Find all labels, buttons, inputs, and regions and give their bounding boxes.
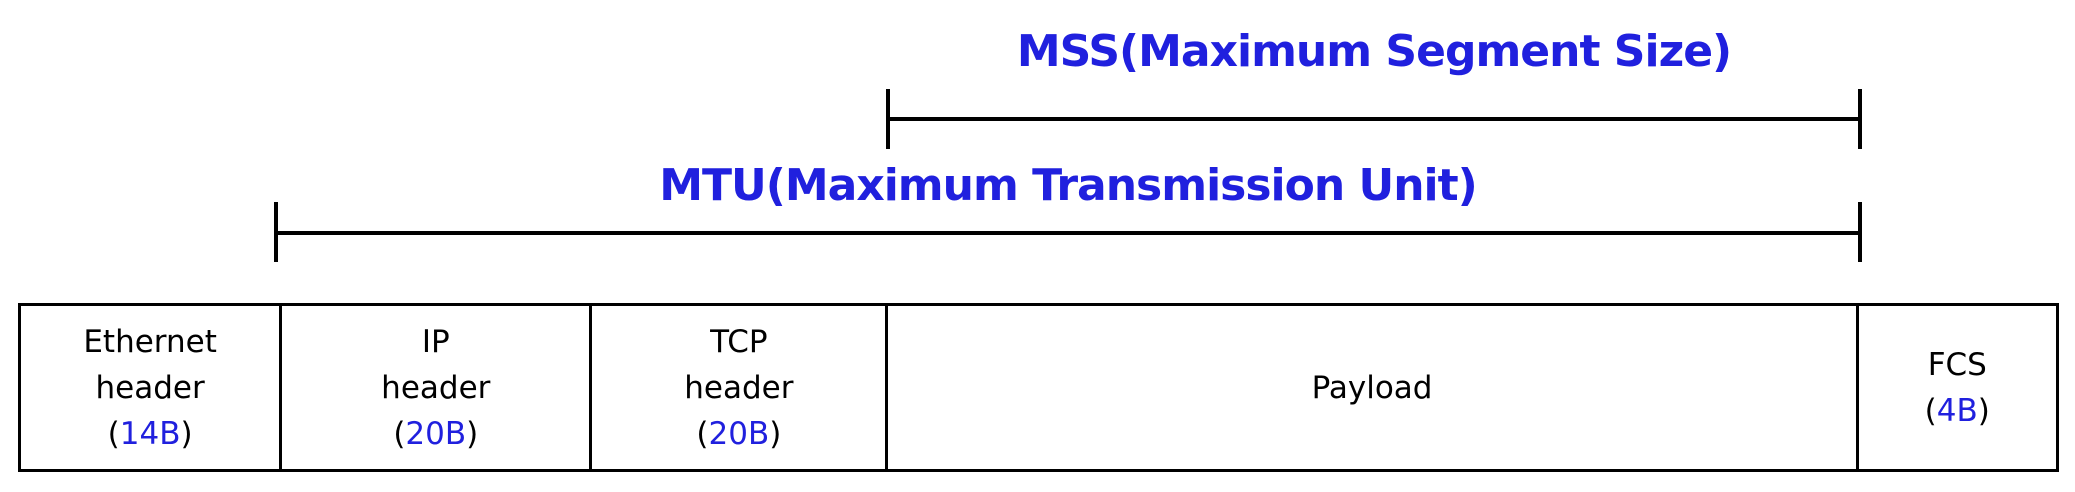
cell-ethernet-header: Ethernet header (14B) [21,306,279,469]
bytes-value: 20B [708,415,770,452]
cell-bytes: (14B) [108,411,193,457]
mtu-bracket-left-tick [274,202,278,262]
open-paren: ( [696,415,709,452]
cell-title: FCS [1927,346,1987,383]
cell-title: TCP [710,323,768,360]
cell-subtitle: header [95,369,205,406]
mss-title: MSS(Maximum Segment Size) [1016,26,1732,77]
open-paren: ( [393,415,406,452]
bytes-value: 14B [119,415,181,452]
close-paren: ) [769,415,782,452]
mss-bracket-line [886,117,1862,121]
bytes-value: 20B [405,415,467,452]
close-paren: ) [180,415,193,452]
mss-bracket-left-tick [886,89,890,149]
open-paren: ( [1924,392,1937,429]
mss-bracket-right-tick [1858,89,1862,149]
mtu-title: MTU(Maximum Transmission Unit) [659,160,1478,211]
cell-bytes: (20B) [696,411,781,457]
cell-tcp-header: TCP header (20B) [589,306,885,469]
cell-title: Ethernet [83,323,217,360]
cell-title: IP [421,323,450,360]
cell-payload: Payload [885,306,1855,469]
frame-table: Ethernet header (14B) IP header (20B) TC… [18,303,2059,472]
mtu-bracket-right-tick [1858,202,1862,262]
cell-bytes: (20B) [393,411,478,457]
bytes-value: 4B [1936,392,1978,429]
close-paren: ) [466,415,479,452]
cell-fcs: FCS (4B) [1855,306,2056,469]
close-paren: ) [1977,392,1990,429]
open-paren: ( [107,415,120,452]
mtu-bracket-line [274,231,1862,235]
cell-subtitle: header [684,369,794,406]
cell-subtitle: header [381,369,491,406]
cell-title: Payload [1311,369,1433,406]
cell-bytes: (4B) [1925,388,1990,434]
cell-ip-header: IP header (20B) [279,306,589,469]
